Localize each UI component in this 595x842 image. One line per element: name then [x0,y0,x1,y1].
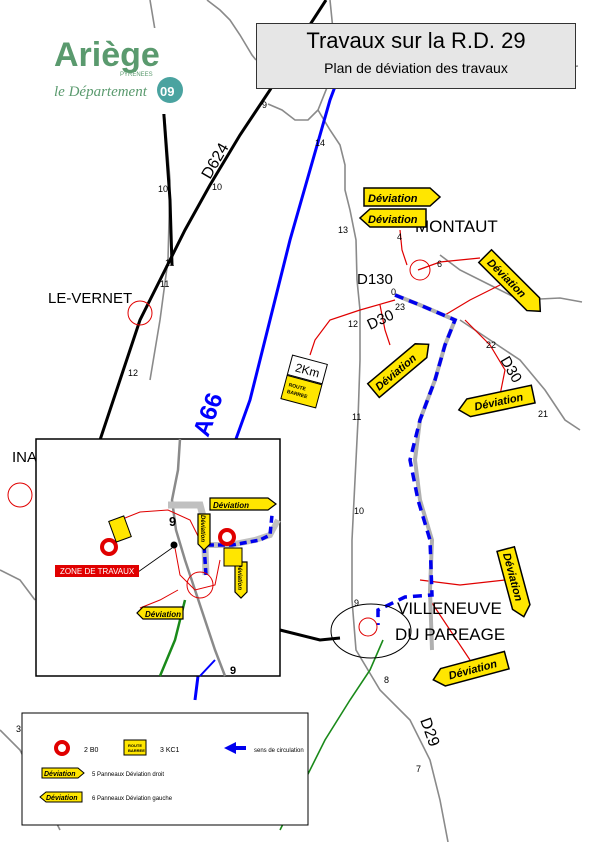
km-marker: 11 [160,279,169,289]
legend-right-panels: 5 Panneaux Déviation droit [92,772,164,778]
villeneuve-zone-ellipse [330,603,412,659]
svg-text:Déviation: Déviation [213,501,249,510]
logo-number: 09 [160,84,174,99]
legend-qty-b0: 2 B0 [84,747,99,754]
km-marker: 4 [397,232,402,242]
svg-text:ROUTE: ROUTE [288,382,307,392]
red-circles [7,259,431,637]
km-marker: 14 [315,138,325,148]
km-marker: 10 [212,182,222,192]
km-marker: 12 [128,368,138,378]
logo-sub: PYRENEES [120,72,153,78]
km-marker: 23 [395,302,405,312]
km-marker: 11 [165,258,174,268]
legend-left-panels: 6 Panneaux Déviation gauche [92,796,173,802]
svg-text:Déviation: Déviation [368,214,418,226]
place-le-vernet: LE-VERNET [48,290,132,307]
km-marker: 13 [338,225,348,235]
km-marker: 22 [486,340,496,350]
road-a66: A66 [188,389,228,440]
deviation-sign-montaut-top: Déviation [363,187,442,207]
page-subtitle: Plan de déviation des travaux [324,60,508,76]
km-marker: 6 [437,259,442,269]
place-pareage: DU PAREAGE [395,625,505,644]
km-markers: 9 14 10 10 11 11 12 13 4 6 0 23 12 22 21… [16,100,548,774]
road-d130: D130 [357,271,393,288]
road-d30-a: D30 [365,307,397,334]
km-marker: 9 [262,100,267,110]
place-montaut: MONTAUT [415,217,498,236]
km-marker: 10 [354,506,364,516]
deviation-sign-d30: Déviation [366,343,430,399]
svg-text:BARREE: BARREE [286,389,309,400]
deviation-sign-montaut-bottom: Déviation [358,208,427,228]
svg-text:Déviation: Déviation [236,563,242,590]
km-marker: 21 [538,409,548,419]
road-d29: D29 [416,716,442,749]
route-barree-sign: 2Km ROUTE BARREE [280,354,328,409]
svg-text:Déviation: Déviation [46,795,78,802]
km-marker: 12 [348,319,358,329]
zone-travaux-label: ZONE DE TRAVAUX [60,567,135,576]
deviation-sign-d30-east: Déviation [457,384,536,418]
svg-text:Déviation: Déviation [44,771,76,778]
legend: 2 B0 ROUTE BARREE 3 KC1 sens de circulat… [21,712,309,826]
km-marker: 8 [384,675,389,685]
svg-text:Déviation: Déviation [368,193,418,205]
logo-name: Ariège [54,36,160,74]
svg-text:BARREE: BARREE [128,748,145,753]
legend-sens: sens de circulation [254,748,304,754]
inset-map: 9 ZONE DE TRAVAUX Déviation Déviation Dé… [35,438,281,677]
km-marker: 7 [416,764,421,774]
svg-text:Déviation: Déviation [145,610,181,619]
deviation-sign-south: Déviation [432,650,510,687]
svg-text:2Km: 2Km [294,361,321,381]
road-d624: D624 [199,140,233,182]
inset-km-9: 9 [169,514,176,529]
place-ina: INA [12,449,37,466]
logo-tagline: le Département [54,84,148,100]
km-marker: 10 [158,184,168,194]
km-marker: 9 [354,598,359,608]
red-links [309,229,506,661]
road-d30-b: D30 [497,354,525,386]
place-villeneuve: VILLENEUVE [397,599,502,618]
km-marker: 11 [352,412,361,422]
km-marker: 0 [391,287,396,297]
svg-text:9: 9 [230,665,236,677]
svg-text:Déviation: Déviation [199,515,205,542]
deviation-sign-villeneuve: Déviation [496,545,531,618]
title-box: Travaux sur la R.D. 29 Plan de déviation… [256,23,576,89]
legend-qty-kc1: 3 KC1 [160,747,180,754]
detour-blue [376,293,458,625]
page-title: Travaux sur la R.D. 29 [306,28,526,53]
department-logo: Ariège PYRENEES le Département 09 [50,28,184,114]
km-marker: 3 [16,724,21,734]
svg-text:ROUTE: ROUTE [128,743,142,748]
